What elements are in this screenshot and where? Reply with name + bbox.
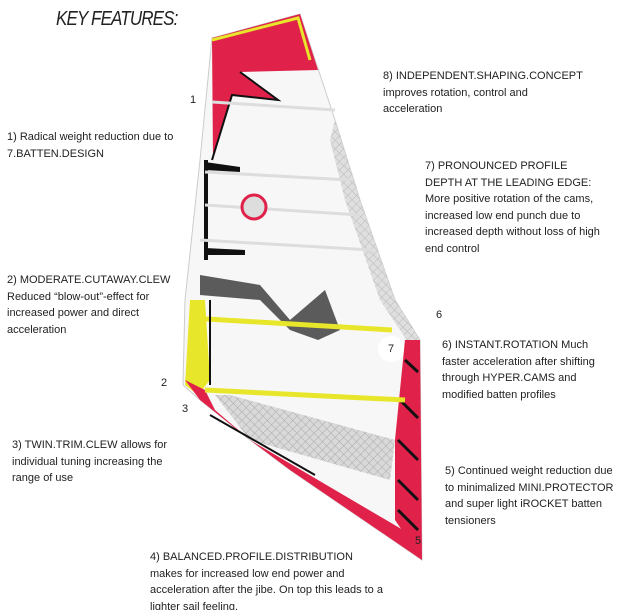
feature-5-line: to minimalized MINI.PROTECTOR (445, 481, 614, 494)
marker-5: 5 (415, 535, 422, 547)
marker-3: 3 (182, 403, 189, 415)
feature-4-line: makes for increased low end power and (150, 567, 345, 580)
feature-7: 7) PRONOUNCED PROFILE DEPTH AT THE LEADI… (425, 158, 600, 257)
feature-7-line: 7) PRONOUNCED PROFILE (425, 160, 568, 172)
feature-4-line: 4) BALANCED.PROFILE.DISTRIBUTION (150, 551, 353, 563)
feature-1-line: 7.BATTEN.DESIGN (7, 147, 104, 160)
feature-7-line: end control (425, 242, 480, 255)
feature-6-line: 6) INSTANT.ROTATION Much (442, 339, 589, 351)
feature-2-line: 2) MODERATE.CUTAWAY.CLEW (7, 274, 171, 286)
feature-7-line: DEPTH AT THE LEADING EDGE: (425, 176, 592, 189)
marker-2: 2 (161, 377, 168, 389)
feature-2-line: increased power and direct (7, 307, 140, 319)
feature-3-line: individual tuning increasing the (12, 455, 163, 468)
feature-8-line: acceleration (383, 103, 443, 115)
feature-2: 2) MODERATE.CUTAWAY.CLEW Reduced “blow-o… (7, 272, 170, 338)
feature-5: 5) Continued weight reduction due to min… (445, 463, 614, 529)
feature-8: 8) INDEPENDENT.SHAPING.CONCEPT improves … (383, 68, 583, 118)
feature-1: 1) Radical weight reduction due to 7.BAT… (7, 129, 173, 162)
feature-4-line: acceleration after the jibe. On top this… (150, 584, 383, 596)
sail-head-red (212, 14, 318, 160)
feature-6-line: through HYPER.CAMS and (442, 372, 577, 384)
feature-7-line: increased depth without loss of high (425, 226, 600, 238)
feature-4-line: lighter sail feeling. (150, 600, 239, 610)
marker-7: 7 (378, 336, 404, 362)
feature-5-line: 5) Continued weight reduction due (445, 465, 613, 477)
feature-8-line: 8) INDEPENDENT.SHAPING.CONCEPT (383, 70, 583, 82)
feature-5-line: and super light iROCKET batten (445, 498, 602, 510)
feature-6-line: modified batten profiles (442, 388, 556, 401)
marker-6: 6 (436, 309, 443, 321)
feature-8-line: improves rotation, control and (383, 86, 528, 99)
feature-5-line: tensioners (445, 514, 496, 527)
yellow-battens (189, 315, 406, 403)
clew-panel (185, 300, 210, 395)
foot-mesh (215, 395, 395, 480)
feature-1-line: 1) Radical weight reduction due to (7, 131, 174, 143)
feature-7-line: More positive rotation of the cams, (425, 193, 594, 205)
feature-3: 3) TWIN.TRIM.CLEW allows for individual … (12, 437, 167, 487)
page-title: KEY FEATURES: (56, 8, 178, 30)
feature-2-line: Reduced “blow-out”-effect for (7, 290, 150, 303)
feature-3-line: 3) TWIN.TRIM.CLEW allows for (12, 439, 168, 451)
brand-logo (240, 193, 268, 221)
battens (199, 100, 373, 252)
feature-6-line: faster acceleration after shifting (442, 355, 595, 368)
feature-7-line: increased low end punch due to (425, 209, 581, 222)
feature-3-line: range of use (12, 472, 74, 484)
feature-2-line: acceleration (7, 323, 67, 336)
marker-1: 1 (190, 94, 197, 106)
luff-panel (330, 120, 420, 345)
feature-4: 4) BALANCED.PROFILE.DISTRIBUTION makes f… (150, 549, 383, 610)
feature-6: 6) INSTANT.ROTATION Much faster accelera… (442, 337, 595, 403)
